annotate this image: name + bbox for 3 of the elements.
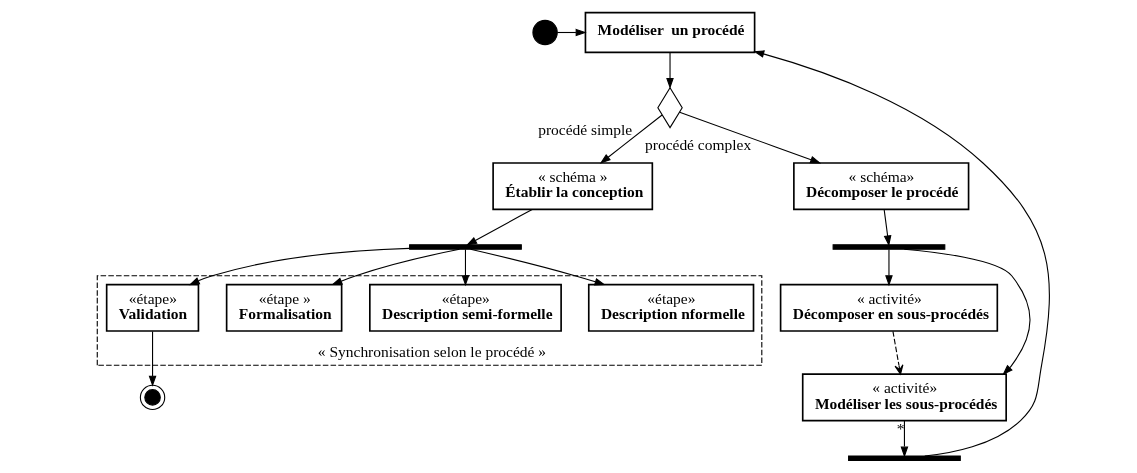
edge-label: procédé simple <box>537 120 632 138</box>
edge-label: procédé complex <box>644 136 751 154</box>
edge-label: * <box>896 420 904 438</box>
